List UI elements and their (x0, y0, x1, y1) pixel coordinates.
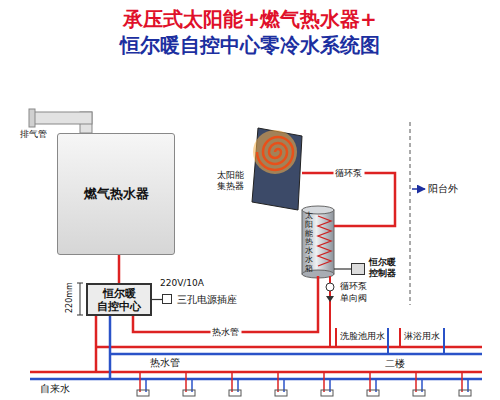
text-line: 集热器 (217, 181, 244, 192)
pipe-stubs-part (413, 390, 425, 396)
dimension-label: 220mm (65, 280, 74, 316)
solar-collector: 太阳能 集热器 (248, 128, 302, 210)
text-line: 三孔电源插座 (177, 294, 237, 305)
valve-label: 单向阀 (340, 293, 367, 303)
balcony-boundary (410, 122, 425, 305)
text-line: 恒尔暖 (369, 257, 396, 268)
cold-pipe-part (387, 328, 389, 354)
text-line: 承压式太阳能+燃气热水器+ (0, 6, 500, 32)
pipe-stubs-part (275, 390, 287, 396)
dimension-bracket-part (80, 283, 81, 315)
node-label: 恒尔暖 控制器 (369, 257, 396, 279)
pump-valve (326, 276, 334, 347)
text-line: 自控中心 (97, 300, 141, 313)
pipe-stubs-part (321, 390, 333, 396)
balcony-boundary-part (410, 122, 411, 305)
solar-panel-part (253, 130, 297, 174)
pipe-connector (152, 299, 162, 300)
controller-box: 恒尔暖 控制器 (351, 263, 365, 275)
node-label: 燃气热水器 (84, 186, 149, 202)
balcony-boundary-part (412, 188, 425, 190)
pipe-connector (118, 255, 121, 283)
node-label: 太阳能 集热器 (217, 170, 244, 192)
hot-pipe-part (95, 315, 98, 372)
title: 承压式太阳能+燃气热水器+ 恒尔暖自控中心零冷水系统图 (0, 6, 500, 58)
pipe-stubs (137, 372, 471, 396)
hot-pipe-part (30, 371, 482, 374)
cold-pipe-part (30, 378, 482, 381)
hot-pipe (30, 315, 482, 372)
hot-pipe-part (399, 328, 401, 347)
dimension-bracket-part (77, 283, 83, 284)
fixture-label: 淋浴用水 (404, 331, 440, 341)
pipe-stubs-part (415, 372, 417, 392)
pump-valve-part (326, 296, 334, 302)
cold-pipe-part (110, 353, 482, 356)
pipe-connector (133, 276, 318, 332)
pipe-stubs-part (323, 372, 325, 392)
hot-pipe-part (96, 346, 482, 349)
pipe-stubs-part (231, 372, 233, 392)
exhaust-pipe-part (29, 109, 35, 127)
text-line: 太阳能 (217, 170, 244, 181)
edge-label: 热水管 (210, 327, 241, 337)
dimension-bracket (77, 283, 83, 315)
pipe-stubs-part (137, 390, 149, 396)
pipe-connector (302, 173, 395, 226)
power-socket: 三孔电源插座 (162, 294, 172, 304)
pipe-stubs-part (277, 372, 279, 392)
pipe-stubs-part (183, 390, 195, 396)
cold-pipe (30, 315, 482, 379)
pipe-stubs-part (139, 372, 141, 392)
pump-valve-part (326, 283, 334, 291)
cold-pipe-part (443, 328, 445, 354)
water-tank-part (302, 210, 334, 274)
edge-label: 循环泵 (333, 168, 364, 178)
node-label: 太阳能热水水箱 (305, 212, 313, 274)
cold-pipe-part (109, 315, 112, 379)
text-line: 恒尔暖 (97, 286, 141, 299)
water-tank-part (318, 216, 331, 266)
text-line: 恒尔暖自控中心零冷水系统图 (0, 32, 500, 58)
pipe-stubs-part (459, 390, 471, 396)
node-label: 三孔电源插座 (177, 294, 237, 306)
pipe-label: 热水管 (150, 357, 180, 369)
power-rating: 220V/10A (160, 278, 204, 288)
heater-box: 燃气热水器 (57, 133, 175, 255)
pipe-stubs-part (461, 372, 463, 392)
exhaust-pipe-part (34, 112, 92, 124)
pipe-label: 排气管 (20, 129, 47, 139)
pipe-stubs-part (367, 390, 379, 396)
pipe-connector (334, 268, 351, 269)
pipe-stubs-part (185, 372, 187, 392)
pipe-stubs-part (369, 372, 371, 392)
text-line: 控制器 (369, 268, 396, 279)
control-center-box: 恒尔暖 自控中心 (86, 283, 152, 316)
text-line: 燃气热水器 (84, 186, 149, 201)
water-tank: 太阳能热水水箱 (302, 206, 334, 276)
solar-panel-part (252, 128, 302, 210)
dimension-bracket-part (77, 315, 83, 316)
hot-pipe-part (335, 328, 337, 347)
floor-label: 二楼 (385, 358, 405, 370)
solar-panel (252, 128, 302, 210)
pipe-stubs-part (229, 390, 241, 396)
water-tank (302, 206, 334, 278)
boundary-label: 阳台外 (428, 183, 458, 195)
solar-panel-part (257, 137, 293, 170)
fixture-label: 洗脸池用水 (340, 331, 385, 341)
pipe-label: 自来水 (40, 383, 70, 395)
pump-label: 循环泵 (340, 281, 367, 291)
node-label: 恒尔暖 自控中心 (97, 286, 141, 312)
